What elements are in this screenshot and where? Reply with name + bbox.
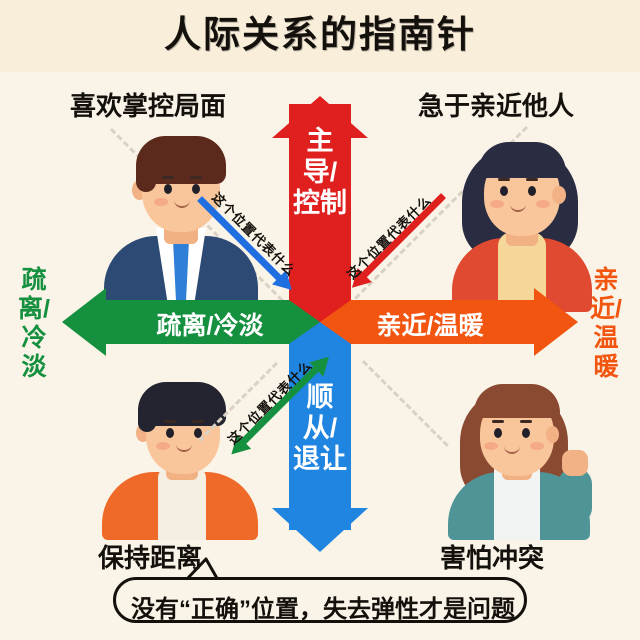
mouth: [174, 200, 190, 208]
hair-side: [138, 402, 156, 432]
eyebrow-left: [164, 420, 176, 423]
annotation-arrow-line: [357, 193, 446, 282]
hair-side: [136, 158, 156, 192]
wedge-left: [289, 300, 320, 344]
necktie: [173, 240, 189, 312]
raised-arm: [558, 468, 592, 524]
eyebrow-left: [498, 178, 510, 181]
quadrant-label-bottom-right: 害怕冲突: [440, 543, 545, 573]
eye-left: [164, 184, 172, 194]
caption-tail: [184, 557, 220, 580]
fist: [562, 450, 588, 476]
hair-front: [474, 384, 560, 418]
person-bottom-right: [430, 376, 610, 540]
person-bottom-left: [96, 376, 266, 540]
mouth: [176, 444, 192, 452]
person-top-right: [436, 128, 606, 312]
mouth: [504, 446, 520, 454]
page-title: 人际关系的指南针: [164, 14, 476, 55]
person-top-left: [96, 128, 266, 312]
axis-arrow-right-label: 亲近/温暖: [376, 312, 484, 340]
eyebrow-left: [162, 176, 174, 179]
eye-left: [494, 428, 502, 438]
quadrant-label-top-right: 急于亲近他人: [418, 91, 575, 121]
eye-right: [528, 186, 536, 196]
side-label-right: 亲近/温暖: [590, 266, 622, 381]
center-convergence: [289, 300, 351, 344]
eyebrow-right: [526, 178, 538, 181]
quadrant-label-top-left: 喜欢掌控局面: [70, 91, 227, 121]
annotation-arrow-top-right-label: 这个位置代表什么: [344, 192, 434, 283]
axis-arrow-up-label: 主导/控制: [293, 126, 347, 218]
eyebrow-right: [190, 176, 202, 179]
axis-arrow-left-label: 疏离/冷淡: [156, 312, 264, 340]
axis-arrow-up-head: [272, 96, 368, 138]
caption-text: 没有“正确”位置，失去弹性才是问题: [131, 596, 515, 623]
mouth: [510, 204, 526, 212]
eyebrow-right: [192, 420, 204, 423]
axis-arrow-left-head: [62, 288, 106, 356]
blush: [154, 198, 168, 206]
axis-arrow-right: [316, 300, 542, 344]
blush-right: [536, 200, 550, 208]
ear: [546, 426, 559, 443]
blush: [156, 442, 170, 450]
eye-right: [522, 428, 530, 438]
blush-left: [484, 442, 498, 450]
wedge-right: [320, 300, 351, 344]
axis-arrow-down-label: 顺从/退让: [293, 382, 347, 474]
eye-right: [194, 428, 202, 438]
inner-shirt: [494, 468, 540, 540]
axis-arrow-down-head: [272, 508, 368, 552]
blush-left: [490, 200, 504, 208]
annotation-arrow-top-right: 这个位置代表什么: [344, 192, 446, 295]
ear: [552, 186, 566, 204]
header-band: [0, 0, 640, 72]
eye-left: [166, 428, 174, 438]
side-label-left: 疏离/冷淡: [18, 266, 50, 381]
eye-left: [500, 186, 508, 196]
eyebrow-right: [520, 420, 532, 423]
axis-arrow-down: [289, 330, 351, 530]
axis-arrow-left: [104, 300, 324, 344]
hair-front: [478, 142, 566, 178]
blush-right: [530, 442, 544, 450]
quadrant-label-bottom-left: 保持距离: [98, 543, 203, 573]
axis-arrow-right-head: [534, 288, 578, 356]
eye-right: [192, 184, 200, 194]
eyebrow-left: [492, 420, 504, 423]
caption-box: 没有“正确”位置，失去弹性才是问题: [113, 577, 527, 623]
